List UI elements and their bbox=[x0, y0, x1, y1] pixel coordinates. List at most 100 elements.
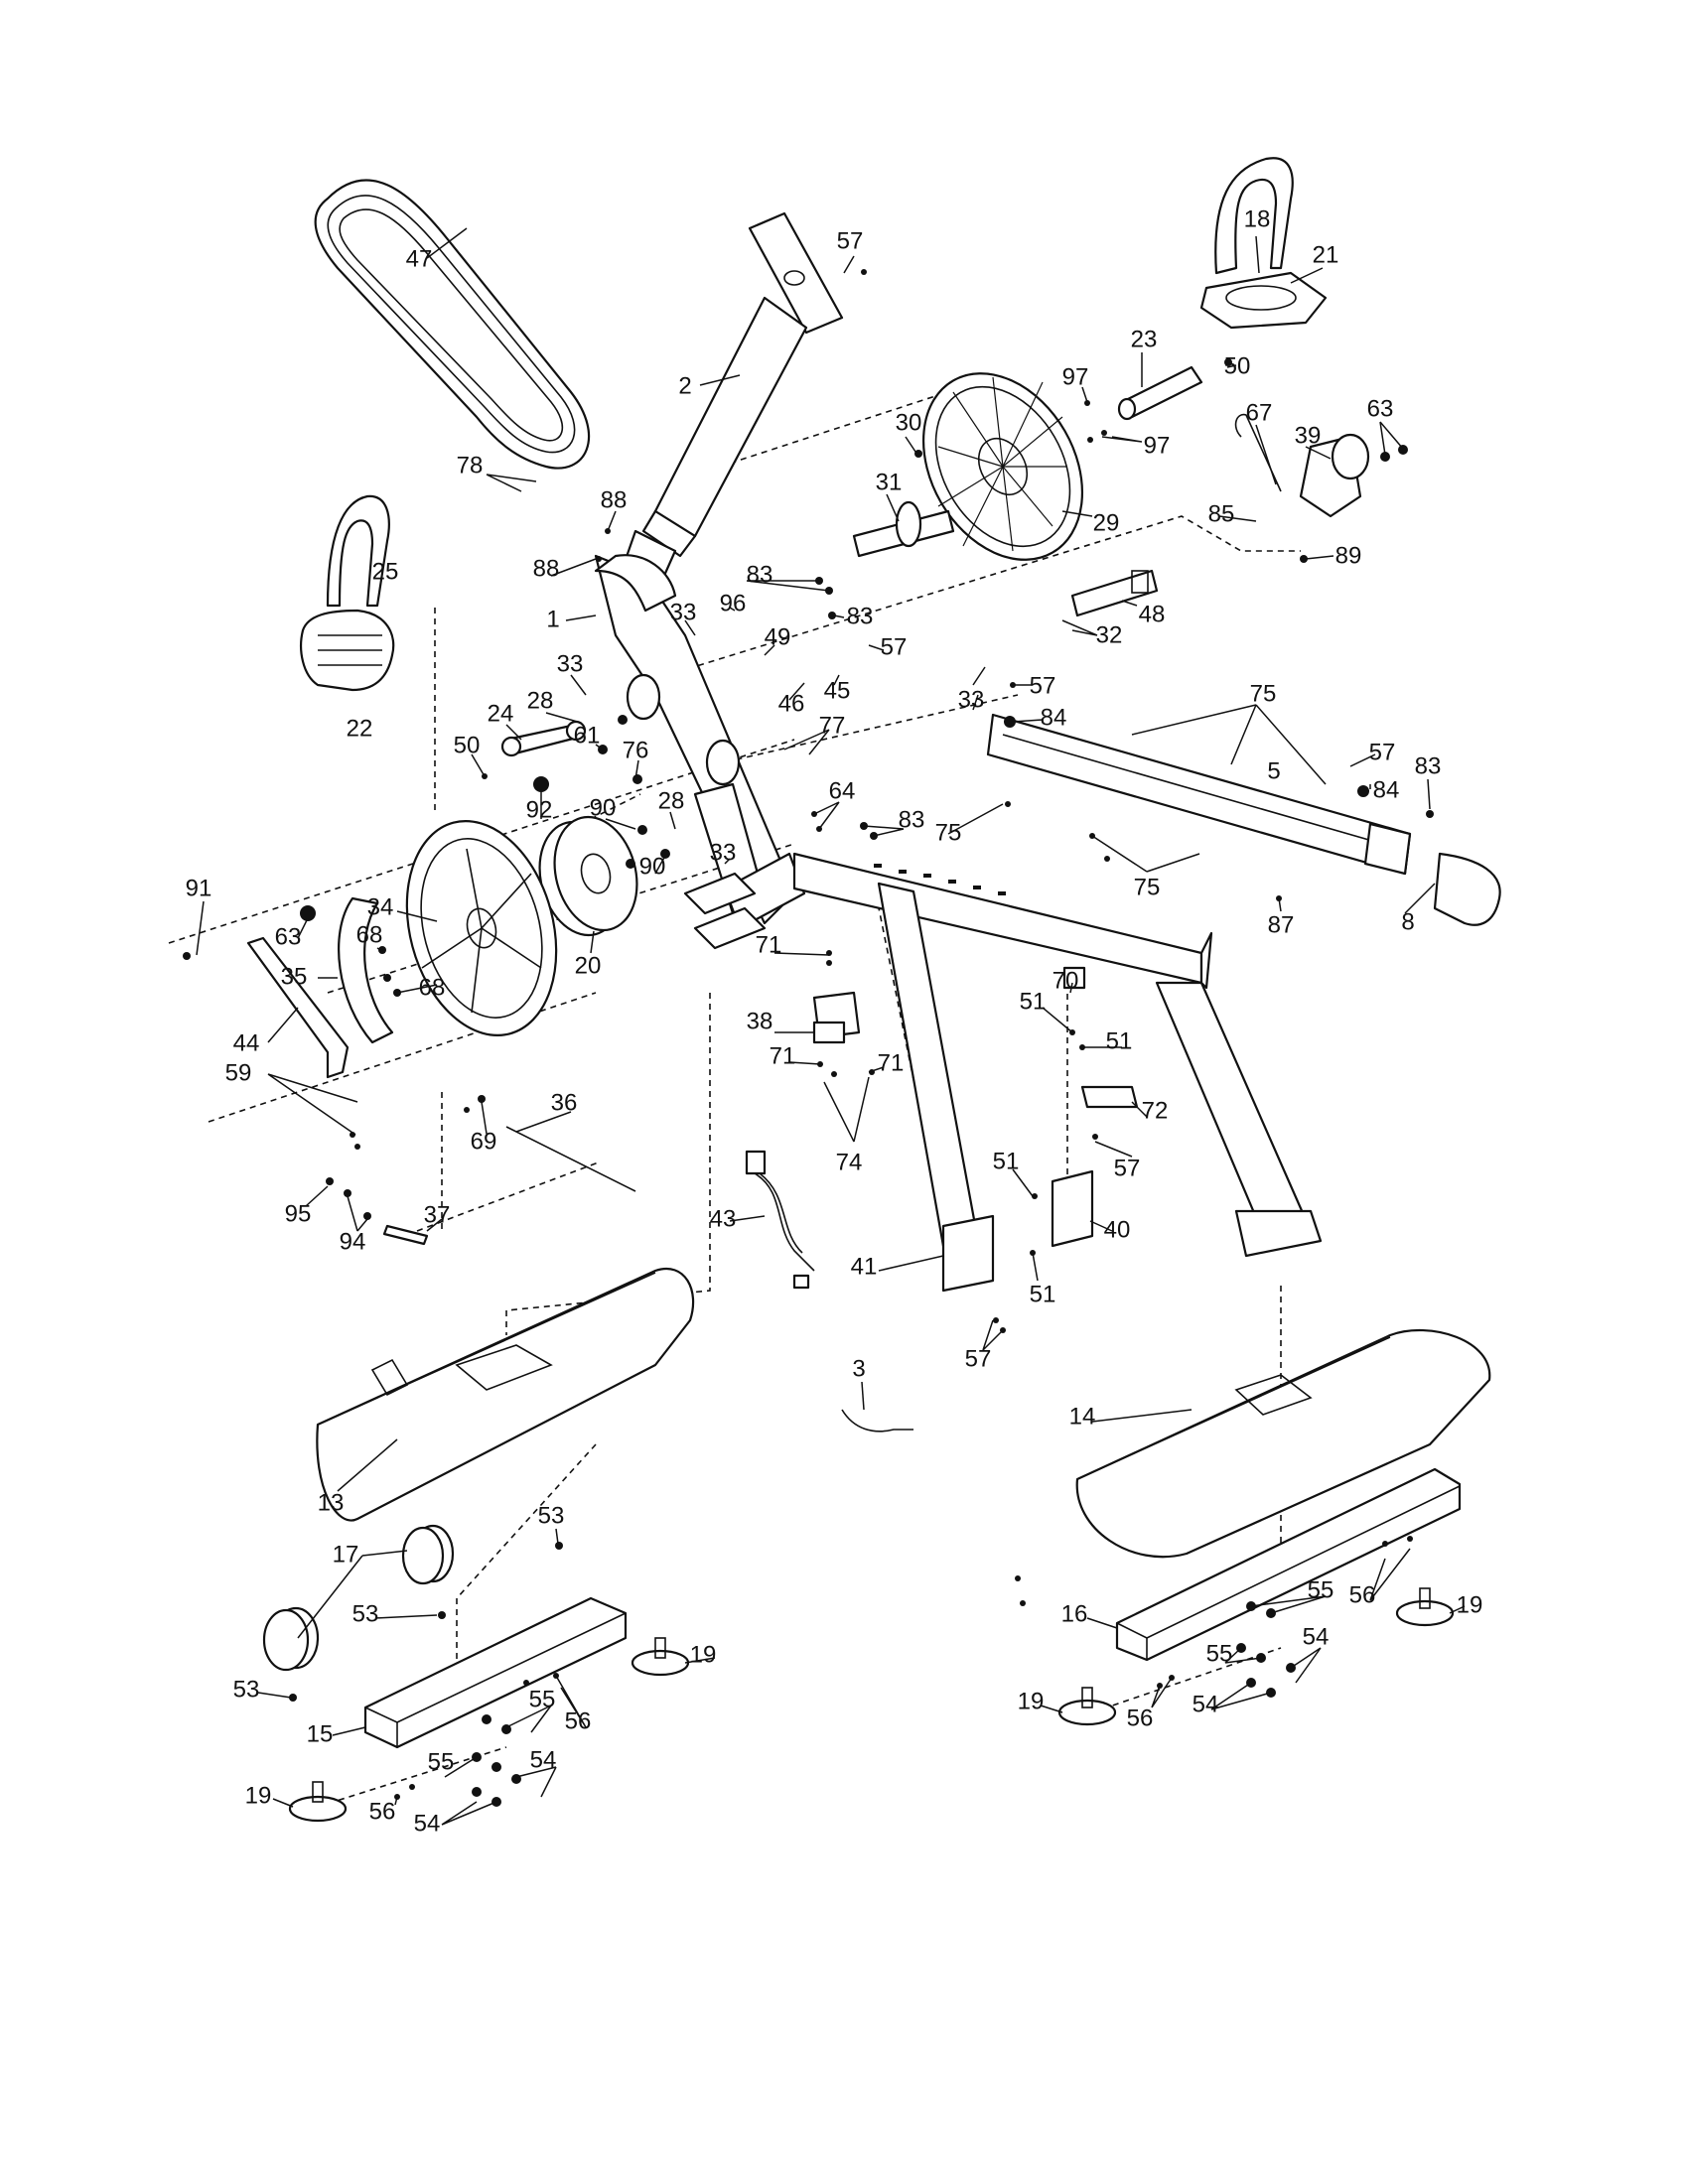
part-callout-c37: 37 bbox=[424, 1201, 451, 1228]
left-crank-arm bbox=[500, 720, 587, 757]
part-callout-c49: 49 bbox=[765, 623, 791, 650]
part-callout-c76: 76 bbox=[623, 737, 649, 763]
part-callout-c89: 89 bbox=[1335, 542, 1362, 569]
part-callout-c56d: 56 bbox=[369, 1798, 396, 1825]
part-callout-c45: 45 bbox=[824, 677, 851, 704]
part-callout-c33c: 33 bbox=[958, 686, 985, 713]
drive-belt bbox=[314, 179, 591, 470]
part-callout-c51d: 51 bbox=[1106, 1027, 1133, 1054]
part-callout-c14: 14 bbox=[1069, 1403, 1096, 1430]
part-callout-c78: 78 bbox=[457, 452, 484, 478]
part-callout-c75b: 75 bbox=[935, 819, 962, 846]
part-callout-c83d: 83 bbox=[899, 806, 925, 833]
part-callout-c71a: 71 bbox=[756, 931, 782, 958]
left-pedal bbox=[300, 494, 395, 692]
part-callout-c70: 70 bbox=[1052, 967, 1079, 994]
part-callout-c2: 2 bbox=[678, 372, 691, 399]
part-callout-c16: 16 bbox=[1061, 1600, 1088, 1627]
part-callout-c55b: 55 bbox=[1206, 1640, 1233, 1667]
part-callout-c64: 64 bbox=[829, 777, 856, 804]
part-callout-c69: 69 bbox=[471, 1128, 497, 1155]
small-pulley bbox=[538, 815, 638, 937]
part-callout-c68a: 68 bbox=[356, 921, 383, 948]
part-callout-c19c: 19 bbox=[1018, 1688, 1045, 1714]
part-callout-c85: 85 bbox=[1208, 500, 1235, 527]
part-callout-c54d: 54 bbox=[414, 1810, 441, 1837]
right-pedal bbox=[1199, 157, 1328, 330]
part-callout-c90a: 90 bbox=[590, 794, 617, 821]
magnet-bracket bbox=[812, 991, 861, 1044]
crank-arm bbox=[1117, 365, 1203, 421]
part-callout-c97a: 97 bbox=[1062, 363, 1089, 390]
part-callout-c57f: 57 bbox=[965, 1345, 992, 1372]
part-callout-c22: 22 bbox=[347, 715, 373, 742]
leveling-feet bbox=[288, 1587, 1455, 1823]
part-callout-c57a: 57 bbox=[837, 227, 864, 254]
part-callout-c32: 32 bbox=[1096, 621, 1123, 648]
main-frame bbox=[594, 554, 806, 950]
part-callout-c15: 15 bbox=[307, 1720, 334, 1747]
crank-axle bbox=[852, 500, 955, 558]
part-callout-c59: 59 bbox=[225, 1059, 252, 1086]
part-callout-c96: 96 bbox=[720, 590, 747, 616]
part-callout-c71b: 71 bbox=[770, 1042, 796, 1069]
part-callout-c19a: 19 bbox=[1457, 1591, 1483, 1618]
part-callout-c51b: 51 bbox=[1030, 1281, 1056, 1307]
part-callout-c92: 92 bbox=[526, 796, 553, 823]
part-callout-c87: 87 bbox=[1268, 911, 1295, 938]
part-callout-c50a: 50 bbox=[1224, 352, 1251, 379]
part-callout-c50b: 50 bbox=[454, 732, 481, 758]
leader-lines bbox=[196, 227, 1466, 1826]
part-callout-c44: 44 bbox=[233, 1029, 260, 1056]
part-callout-c35: 35 bbox=[281, 963, 308, 990]
part-callout-c29: 29 bbox=[1093, 509, 1120, 536]
part-callout-c23: 23 bbox=[1131, 326, 1158, 352]
part-callout-c19b: 19 bbox=[690, 1641, 717, 1668]
front-shroud bbox=[316, 1268, 695, 1522]
part-callout-c56c: 56 bbox=[565, 1707, 592, 1734]
part-callout-c40: 40 bbox=[1104, 1216, 1131, 1243]
rod-and-spring bbox=[382, 1126, 636, 1246]
part-callout-c34: 34 bbox=[367, 893, 394, 920]
upright-tube bbox=[619, 211, 844, 598]
seat-rail bbox=[986, 713, 1501, 926]
part-callout-c90b: 90 bbox=[639, 853, 666, 880]
sensor-cable bbox=[841, 1409, 913, 1433]
wire-harness bbox=[745, 1150, 815, 1290]
part-callout-c75c: 75 bbox=[1134, 874, 1161, 900]
part-callout-c19d: 19 bbox=[245, 1782, 272, 1809]
part-callout-c51a: 51 bbox=[993, 1148, 1020, 1174]
part-callout-c54c: 54 bbox=[530, 1746, 557, 1773]
part-callout-c53c: 53 bbox=[233, 1676, 260, 1703]
part-callout-c57d: 57 bbox=[1369, 739, 1396, 765]
part-callout-c8: 8 bbox=[1401, 908, 1414, 935]
part-callout-c3: 3 bbox=[852, 1355, 865, 1382]
front-stabilizer bbox=[363, 1596, 628, 1749]
part-callout-c1: 1 bbox=[546, 606, 559, 632]
part-callout-c56a: 56 bbox=[1349, 1581, 1376, 1608]
callout-labels: 1235813141516171819191919202122232425282… bbox=[186, 205, 1483, 1837]
part-callout-c38: 38 bbox=[747, 1008, 773, 1034]
part-callout-c18: 18 bbox=[1244, 205, 1271, 232]
part-callout-c24: 24 bbox=[488, 700, 514, 727]
part-callout-c43: 43 bbox=[710, 1205, 737, 1232]
part-callout-c47: 47 bbox=[406, 245, 433, 272]
part-callout-c57e: 57 bbox=[1114, 1155, 1141, 1181]
part-callout-c33b: 33 bbox=[557, 650, 584, 677]
part-callout-c28a: 28 bbox=[527, 687, 554, 714]
part-callout-c63a: 63 bbox=[1367, 395, 1394, 422]
part-callout-c41: 41 bbox=[851, 1253, 878, 1280]
large-flywheel bbox=[405, 820, 558, 1036]
part-callout-c30: 30 bbox=[896, 409, 922, 436]
part-callout-c83a: 83 bbox=[747, 561, 773, 588]
electronics-boxes bbox=[941, 1169, 1094, 1293]
part-callout-c48: 48 bbox=[1139, 601, 1166, 627]
part-callout-c68b: 68 bbox=[419, 974, 446, 1001]
part-callout-c84a: 84 bbox=[1041, 704, 1067, 731]
part-callout-c13: 13 bbox=[318, 1489, 345, 1516]
part-callout-c71c: 71 bbox=[878, 1049, 905, 1076]
part-callout-c20: 20 bbox=[575, 952, 602, 979]
part-callout-c75a: 75 bbox=[1250, 680, 1277, 707]
part-callout-c95: 95 bbox=[285, 1200, 312, 1227]
